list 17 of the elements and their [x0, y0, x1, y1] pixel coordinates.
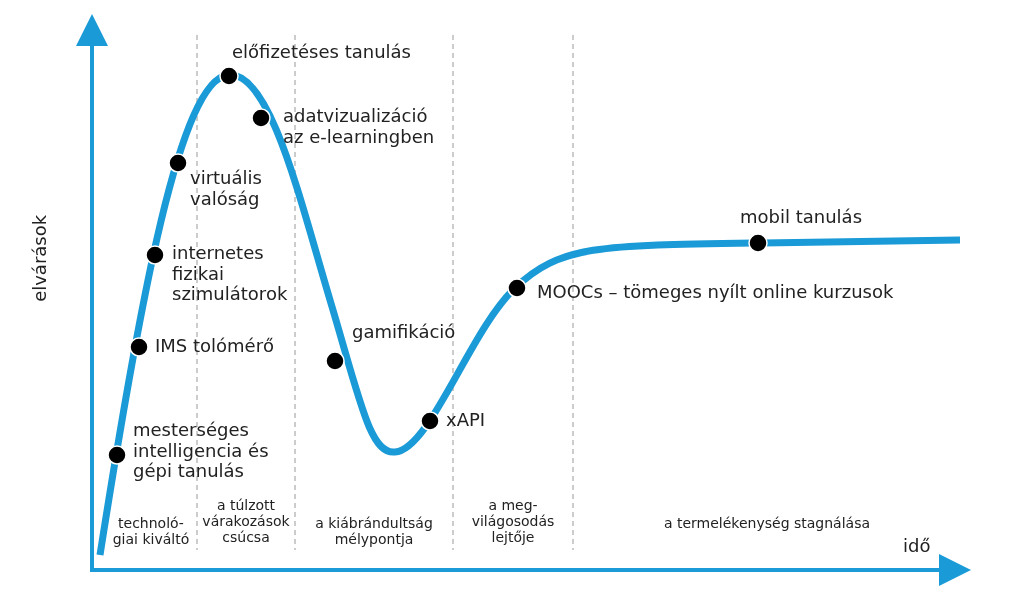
point-label: adatvizualizáció az e-learningben [283, 106, 436, 148]
axis-label: idő [903, 536, 932, 557]
point-label: virtuális valóság [190, 168, 263, 210]
phase-label: a meg- világosodás lejtője [470, 497, 556, 546]
phase-label: a termelékenység stagnálása [662, 515, 872, 532]
point-label: internetes fizikai szimulátorok [172, 243, 289, 306]
point-label: MOOCs – tömeges nyílt online kurzusok [537, 282, 895, 303]
point-label: gamifikáció [352, 322, 457, 343]
point-label: mesterséges intelligencia és gépi tanulás [133, 420, 270, 483]
point-label: xAPI [446, 410, 487, 431]
phase-label: a kiábrándultság mélypontja [314, 515, 434, 548]
axis-label: elvárások [29, 213, 51, 304]
point-label: előfizetéses tanulás [232, 42, 412, 63]
phase-label: technoló- giai kiváltó [111, 515, 191, 548]
point-label: mobil tanulás [740, 207, 863, 228]
phase-label: a túlzott várakozások csúcsa [201, 497, 291, 546]
point-label: IMS tolómérő [155, 336, 276, 357]
